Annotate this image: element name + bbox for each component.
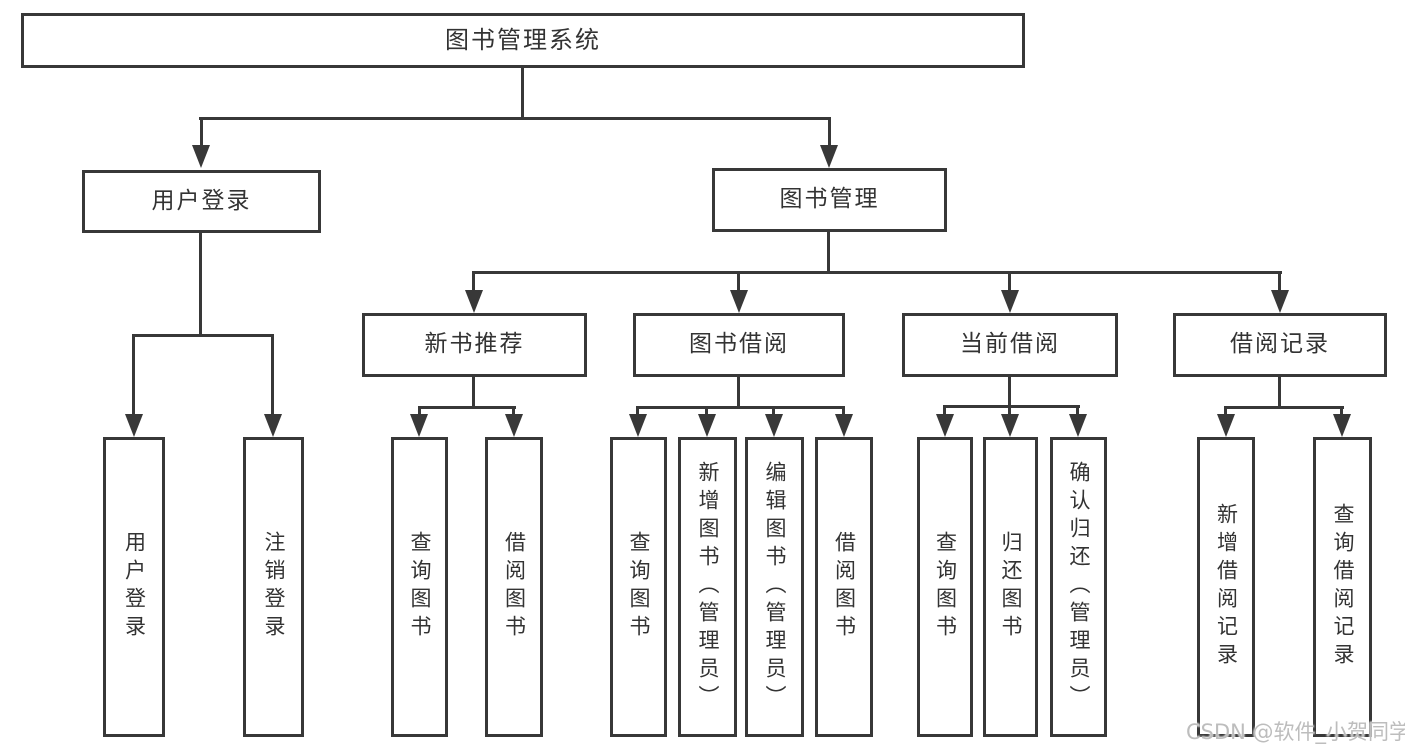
node-label: 编辑图书（管理员） — [763, 461, 787, 713]
arrow-down-icon — [1001, 290, 1019, 313]
connector-line — [772, 407, 775, 414]
connector-line — [512, 407, 515, 414]
connector-line — [271, 335, 274, 414]
connector-line — [827, 232, 830, 274]
leaf-query-books-recommend: 查询图书 — [391, 437, 448, 737]
node-label: 借阅图书 — [832, 531, 857, 643]
node-current-borrowing: 当前借阅 — [902, 313, 1118, 377]
connector-line — [200, 118, 203, 145]
node-label: 新增借阅记录 — [1214, 503, 1239, 671]
node-label: 图书管理系统 — [445, 26, 601, 55]
leaf-query-borrow-record: 查询借阅记录 — [1313, 437, 1372, 737]
node-label: 借阅记录 — [1230, 331, 1330, 358]
arrow-down-icon — [264, 414, 282, 437]
connector-line — [737, 272, 740, 290]
arrow-down-icon — [505, 414, 523, 437]
arrow-down-icon — [820, 145, 838, 168]
connector-line — [1008, 272, 1011, 290]
connector-line — [1008, 406, 1011, 414]
csdn-watermark: CSDN @软件_小贺同学 — [1186, 720, 1405, 744]
node-borrowing-records: 借阅记录 — [1173, 313, 1387, 377]
connector-line — [418, 407, 421, 414]
leaf-add-borrow-record: 新增借阅记录 — [1197, 437, 1255, 737]
node-label: 借阅图书 — [502, 531, 527, 643]
node-label: 新书推荐 — [424, 331, 525, 358]
connector-line — [472, 272, 475, 290]
node-label: 查询图书 — [933, 531, 958, 643]
connector-line — [1224, 407, 1227, 414]
connector-line — [132, 334, 274, 337]
leaf-query-books-current: 查询图书 — [917, 437, 973, 737]
node-label: 归还图书 — [999, 531, 1023, 643]
leaf-borrow-books-recommend: 借阅图书 — [485, 437, 543, 737]
arrow-down-icon — [765, 414, 783, 437]
node-label: 用户登录 — [151, 187, 252, 214]
leaf-add-books-admin: 新增图书（管理员） — [678, 437, 737, 737]
node-label: 用户登录 — [122, 531, 147, 643]
leaf-return-books: 归还图书 — [983, 437, 1038, 737]
arrow-down-icon — [629, 414, 647, 437]
arrow-down-icon — [1333, 414, 1351, 437]
node-label: 当前借阅 — [960, 331, 1060, 358]
arrow-down-icon — [465, 290, 483, 313]
connector-line — [1278, 272, 1281, 290]
arrow-down-icon — [835, 414, 853, 437]
connector-line — [828, 118, 831, 145]
node-label: 图书借阅 — [689, 331, 789, 358]
arrow-down-icon — [1217, 414, 1235, 437]
arrow-down-icon — [936, 414, 954, 437]
connector-line — [199, 117, 831, 120]
arrow-down-icon — [1001, 414, 1019, 437]
node-book-borrowing: 图书借阅 — [633, 313, 845, 377]
arrow-down-icon — [698, 414, 716, 437]
arrow-down-icon — [192, 145, 210, 168]
arrow-down-icon — [1271, 290, 1289, 313]
connector-line — [943, 405, 1080, 408]
connector-line — [1224, 406, 1344, 409]
leaf-borrow-books: 借阅图书 — [815, 437, 873, 737]
leaf-logout: 注销登录 — [243, 437, 304, 737]
leaf-user-login: 用户登录 — [103, 437, 165, 737]
node-label: 查询图书 — [408, 531, 432, 643]
node-label: 新增图书（管理员） — [696, 461, 720, 713]
node-new-book-recommend: 新书推荐 — [362, 313, 587, 377]
connector-line — [943, 406, 946, 414]
node-label: 确认归还（管理员） — [1067, 461, 1091, 713]
node-library-system: 图书管理系统 — [21, 13, 1025, 68]
connector-line — [636, 407, 639, 414]
connector-line — [521, 68, 524, 120]
connector-line — [737, 377, 740, 409]
connector-line — [132, 335, 135, 414]
node-label: 图书管理 — [779, 186, 880, 213]
connector-line — [1008, 377, 1011, 408]
connector-line — [842, 407, 845, 414]
connector-line — [199, 233, 202, 337]
arrow-down-icon — [410, 414, 428, 437]
node-label: 查询图书 — [627, 531, 651, 643]
node-user-login: 用户登录 — [82, 170, 321, 233]
arrow-down-icon — [730, 290, 748, 313]
arrow-down-icon — [125, 414, 143, 437]
connector-line — [705, 407, 708, 414]
leaf-query-books-borrowing: 查询图书 — [610, 437, 667, 737]
node-book-management: 图书管理 — [712, 168, 947, 232]
connector-line — [472, 377, 475, 409]
connector-line — [1076, 406, 1079, 414]
connector-line — [472, 271, 1282, 274]
node-label: 查询借阅记录 — [1331, 503, 1355, 671]
connector-line — [1278, 377, 1281, 409]
leaf-edit-books-admin: 编辑图书（管理员） — [745, 437, 804, 737]
leaf-confirm-return-admin: 确认归还（管理员） — [1050, 437, 1107, 737]
connector-line — [418, 406, 516, 409]
connector-line — [1340, 407, 1343, 414]
arrow-down-icon — [1069, 414, 1087, 437]
connector-line — [636, 406, 845, 409]
node-label: 注销登录 — [262, 531, 286, 643]
